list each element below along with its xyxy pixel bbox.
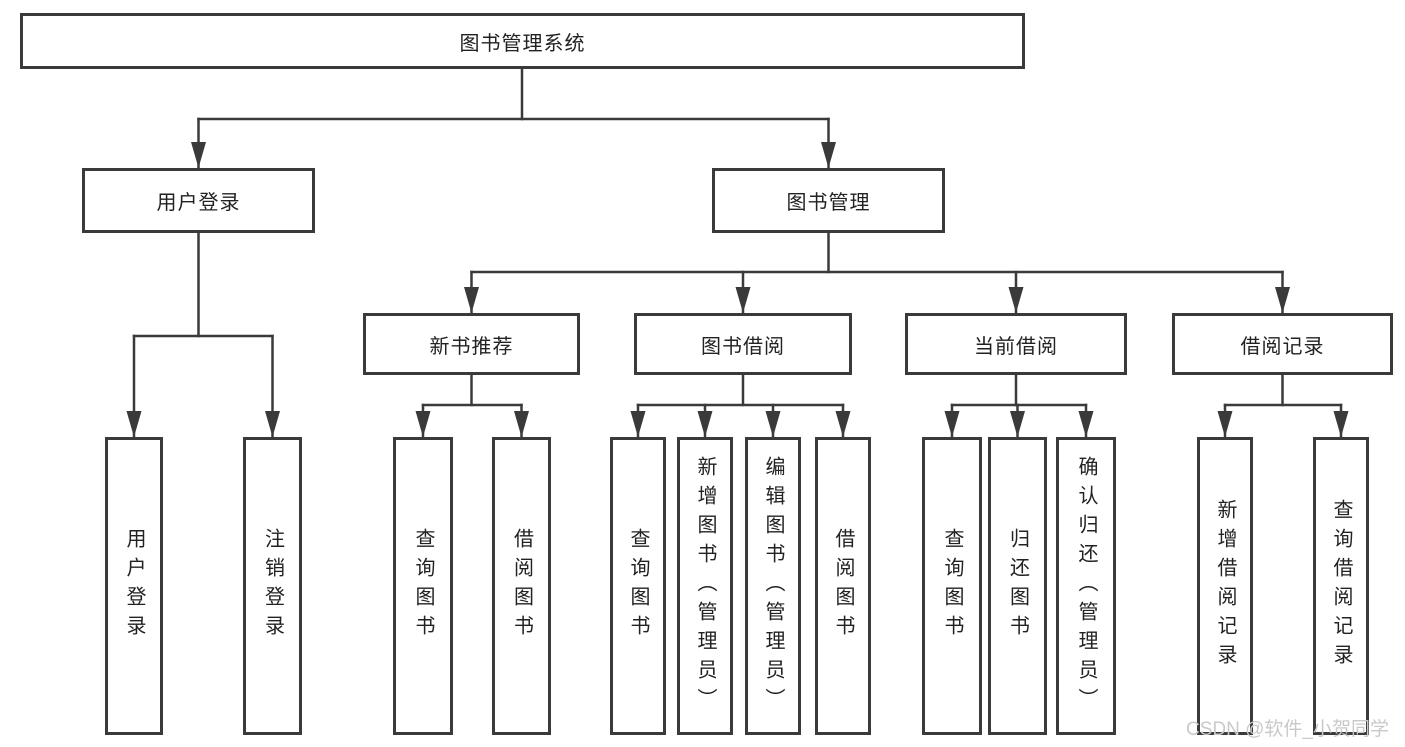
leaf-borrow-query-book: 查询图书 — [610, 437, 666, 735]
leaf-user-login: 用户登录 — [105, 437, 163, 735]
leaf-add-borrow-record: 新增借阅记录 — [1197, 437, 1253, 735]
node-label: 查询图书 — [627, 528, 649, 644]
node-label: 编辑图书（管理员） — [762, 455, 784, 717]
leaf-recommend-query-book: 查询图书 — [393, 437, 453, 735]
leaf-confirm-return-admin: 确认归还（管理员） — [1056, 437, 1116, 735]
node-label: 查询借阅记录 — [1330, 499, 1352, 673]
node-user-login: 用户登录 — [82, 168, 315, 233]
leaf-return-book: 归还图书 — [988, 437, 1047, 735]
node-new-book-recommend: 新书推荐 — [363, 313, 580, 375]
leaf-current-query-book: 查询图书 — [922, 437, 982, 735]
node-current-borrow: 当前借阅 — [905, 313, 1127, 375]
node-label: 图书管理 — [786, 192, 871, 214]
node-borrow-record: 借阅记录 — [1172, 313, 1393, 375]
node-book-management-system: 图书管理系统 — [20, 13, 1025, 69]
node-label: 注销登录 — [261, 528, 284, 644]
node-label: 借阅图书 — [510, 528, 533, 644]
node-label: 借阅记录 — [1240, 335, 1325, 358]
leaf-query-borrow-record: 查询借阅记录 — [1313, 437, 1369, 735]
node-label: 图书管理系统 — [459, 32, 586, 55]
leaf-add-book-admin: 新增图书（管理员） — [677, 437, 733, 735]
node-label: 用户登录 — [123, 528, 145, 644]
leaf-recommend-borrow-book: 借阅图书 — [492, 437, 551, 735]
node-label: 新增借阅记录 — [1214, 499, 1236, 673]
node-label: 新书推荐 — [429, 335, 514, 358]
node-label: 新增图书（管理员） — [694, 455, 716, 717]
node-label: 图书借阅 — [701, 335, 785, 358]
node-label: 用户登录 — [156, 192, 241, 214]
leaf-edit-book-admin: 编辑图书（管理员） — [745, 437, 801, 735]
node-label: 归还图书 — [1006, 528, 1029, 644]
leaf-borrow-book: 借阅图书 — [815, 437, 871, 735]
node-book-borrow: 图书借阅 — [634, 313, 852, 375]
node-label: 确认归还（管理员） — [1075, 455, 1097, 717]
node-book-management: 图书管理 — [712, 168, 945, 233]
leaf-logout-login: 注销登录 — [243, 437, 302, 735]
node-label: 当前借阅 — [974, 335, 1058, 358]
node-label: 查询图书 — [941, 528, 963, 644]
watermark-text: CSDN @软件_小贺同学 — [1186, 719, 1389, 740]
node-label: 借阅图书 — [832, 528, 854, 644]
node-label: 查询图书 — [412, 528, 434, 644]
